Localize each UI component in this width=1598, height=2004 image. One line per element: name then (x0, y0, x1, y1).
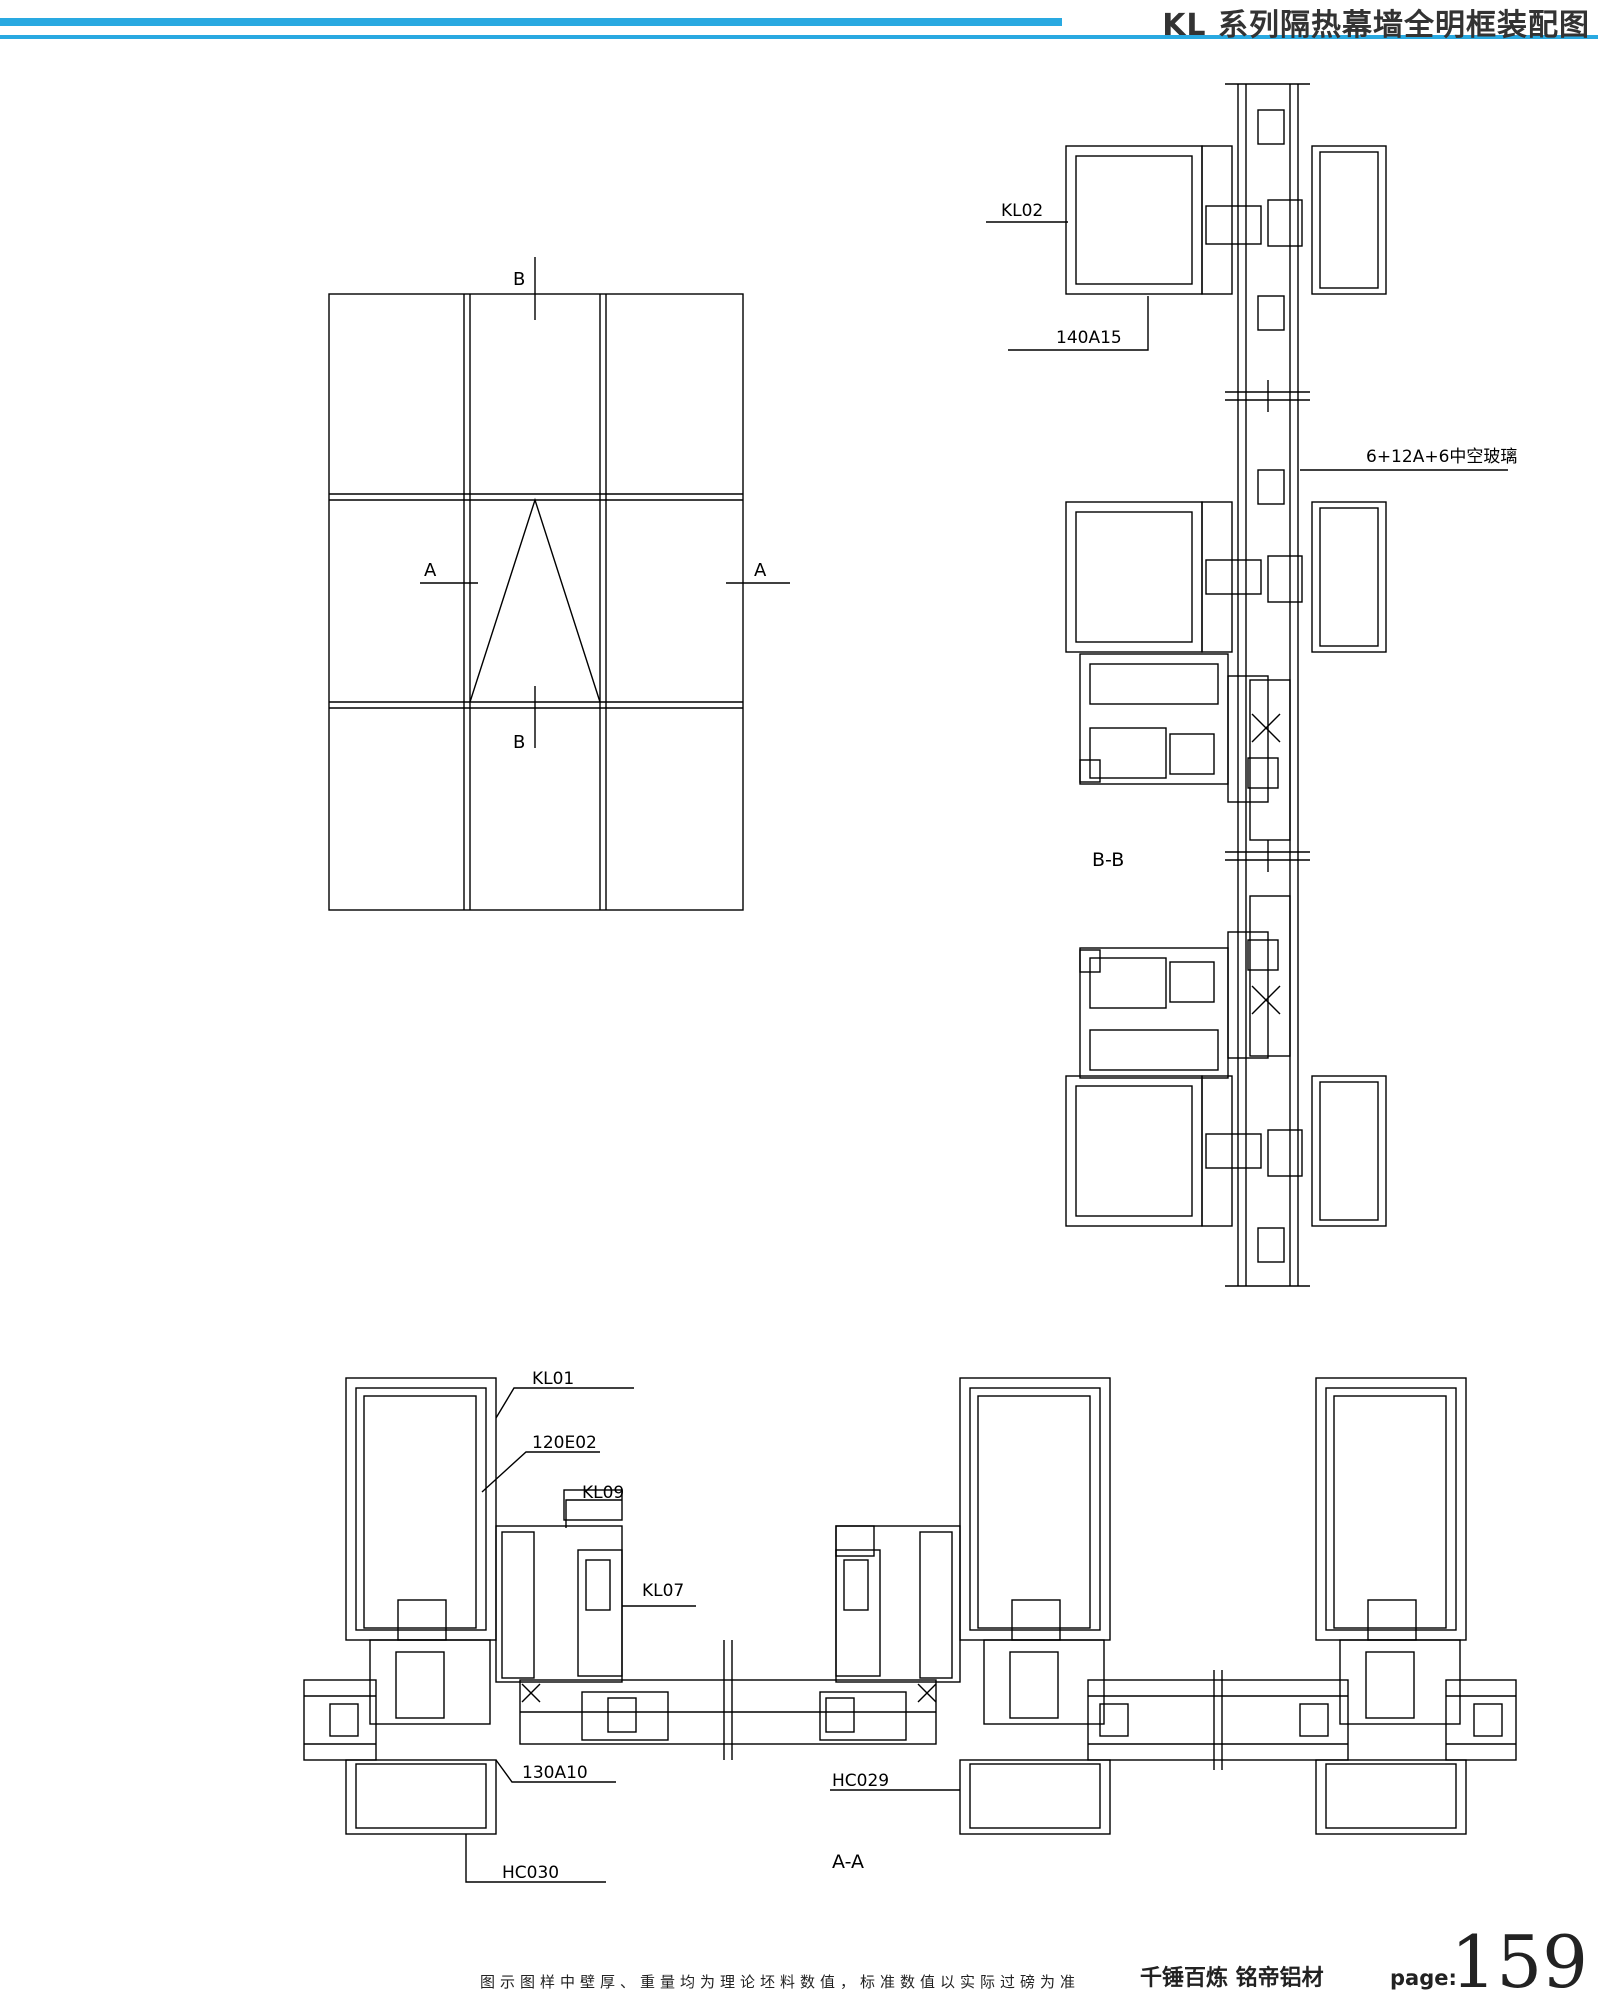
label-130a10: 130A10 (522, 1763, 588, 1783)
label-hc030: HC030 (502, 1863, 559, 1883)
header-accent-bar (0, 18, 1062, 26)
section-b-marker-top: B (513, 269, 525, 290)
label-hc029: HC029 (832, 1771, 889, 1791)
elevation-view (328, 257, 790, 911)
page-number: 159 (1450, 1920, 1588, 2004)
section-bb-view (986, 83, 1508, 1287)
section-b-marker-bottom: B (513, 732, 525, 753)
page-title: KL 系列隔热幕墙全明框装配图 (1162, 8, 1590, 43)
label-kl01: KL01 (532, 1369, 574, 1389)
page-label: page: (1390, 1966, 1457, 1990)
section-aa-title: A-A (832, 1851, 864, 1873)
label-140a15: 140A15 (1056, 328, 1122, 348)
section-a-marker-right: A (754, 560, 767, 581)
footer-note: 图示图样中壁厚、重量均为理论坯料数值，标准数值以实际过磅为准 (480, 1973, 1081, 1991)
footer-brand: 千锤百炼 铭帝铝材 (1140, 1966, 1324, 1991)
label-kl07: KL07 (642, 1581, 684, 1601)
label-kl09: KL09 (582, 1483, 624, 1503)
label-glass: 6+12A+6中空玻璃 (1366, 447, 1517, 467)
label-120e02: 120E02 (532, 1433, 597, 1453)
label-kl02: KL02 (1001, 201, 1043, 221)
section-bb-title: B-B (1092, 849, 1124, 871)
header-rule (0, 35, 1598, 39)
section-aa-view (303, 1377, 1517, 1883)
section-a-marker-left: A (424, 560, 437, 581)
